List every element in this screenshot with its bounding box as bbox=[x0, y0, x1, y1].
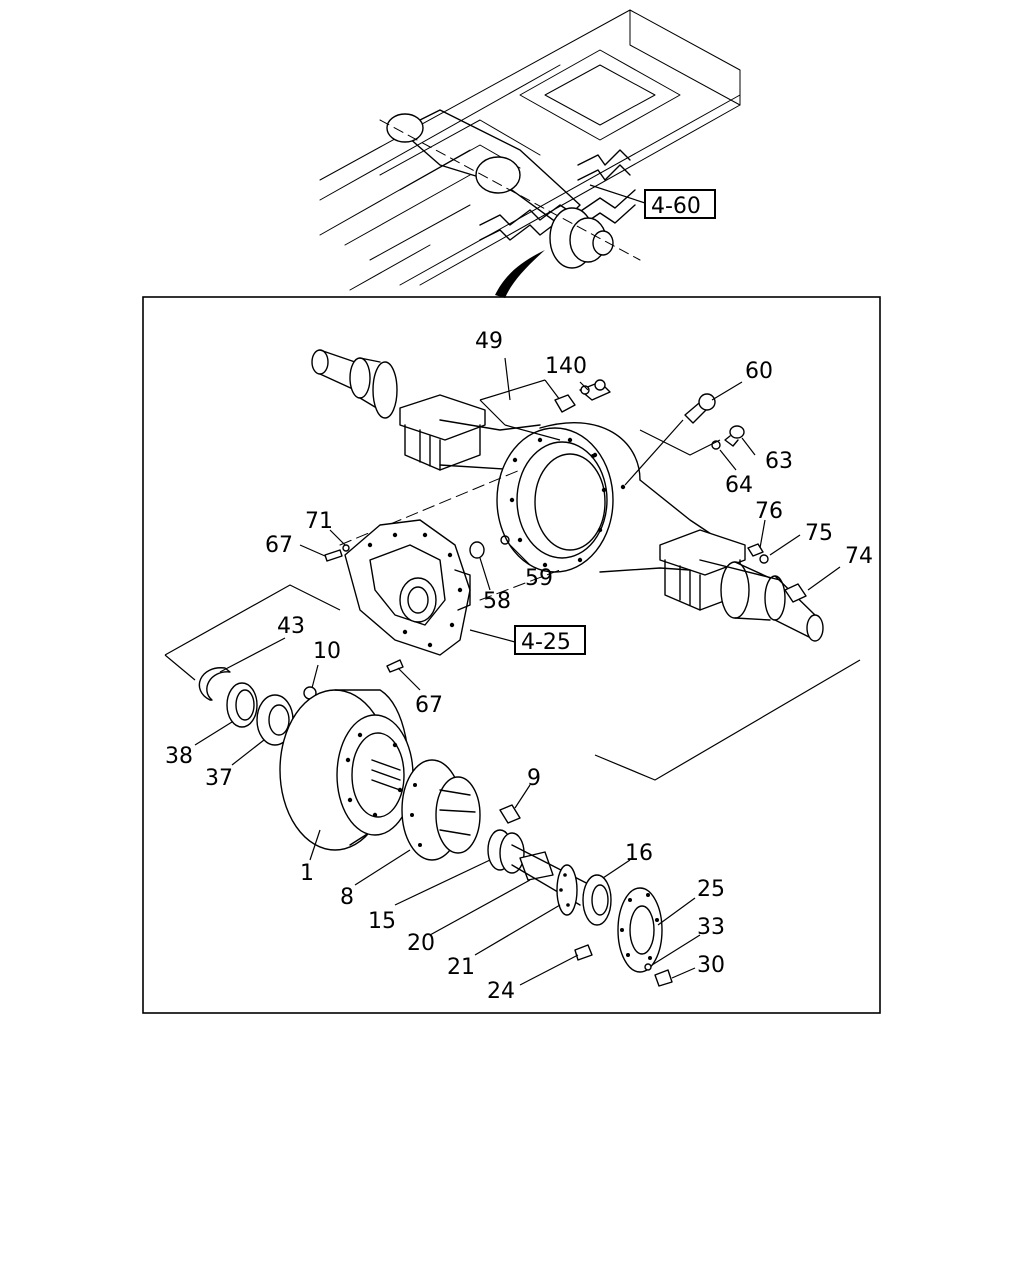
leader-lines bbox=[194, 357, 841, 986]
part-label-74: 74 bbox=[845, 544, 873, 569]
part-label-60: 60 bbox=[745, 359, 773, 384]
part-number-labels: 49 140 60 63 64 71 67 76 75 74 59 58 43 … bbox=[165, 329, 873, 1004]
u-bolt-nut-set bbox=[699, 543, 807, 603]
part-label-9: 9 bbox=[527, 766, 541, 791]
part-label-8: 8 bbox=[340, 885, 354, 910]
svg-text:4-25: 4-25 bbox=[521, 630, 571, 655]
part-label-49: 49 bbox=[475, 329, 503, 354]
part-label-67-upper: 67 bbox=[265, 533, 293, 558]
part-label-33: 33 bbox=[697, 915, 725, 940]
part-label-58: 58 bbox=[483, 589, 511, 614]
vehicle-frame-illustration bbox=[319, 9, 741, 298]
breather-assembly bbox=[554, 379, 611, 413]
part-label-140: 140 bbox=[545, 354, 587, 379]
hub-drum-illustration bbox=[164, 584, 861, 987]
part-label-76: 76 bbox=[755, 499, 783, 524]
part-label-75: 75 bbox=[805, 521, 833, 546]
part-label-16: 16 bbox=[625, 841, 653, 866]
differential-carrier-illustration bbox=[324, 519, 516, 673]
part-label-10: 10 bbox=[313, 639, 341, 664]
part-label-1: 1 bbox=[300, 861, 314, 886]
part-label-67-lower: 67 bbox=[415, 693, 443, 718]
reference-box-frame[interactable]: 4-60 bbox=[644, 189, 716, 219]
detail-frame-border bbox=[142, 296, 881, 1014]
part-label-71: 71 bbox=[305, 509, 333, 534]
part-label-25: 25 bbox=[697, 877, 725, 902]
part-label-37: 37 bbox=[205, 766, 233, 791]
part-label-43: 43 bbox=[277, 614, 305, 639]
svg-text:4-60: 4-60 bbox=[651, 194, 701, 219]
part-label-21: 21 bbox=[447, 955, 475, 980]
bracket-49 bbox=[479, 379, 561, 441]
part-label-30: 30 bbox=[697, 953, 725, 978]
reference-box-carrier[interactable]: 4-25 bbox=[514, 625, 586, 655]
part-label-59: 59 bbox=[525, 566, 553, 591]
part-label-38: 38 bbox=[165, 744, 193, 769]
axle-housing-illustration bbox=[311, 349, 824, 642]
part-label-64: 64 bbox=[725, 473, 753, 498]
part-label-20: 20 bbox=[407, 931, 435, 956]
bracket-axle-right bbox=[639, 429, 721, 456]
part-label-24: 24 bbox=[487, 979, 515, 1004]
drain-plug-assembly bbox=[624, 393, 745, 486]
part-label-63: 63 bbox=[765, 449, 793, 474]
part-label-15: 15 bbox=[368, 909, 396, 934]
